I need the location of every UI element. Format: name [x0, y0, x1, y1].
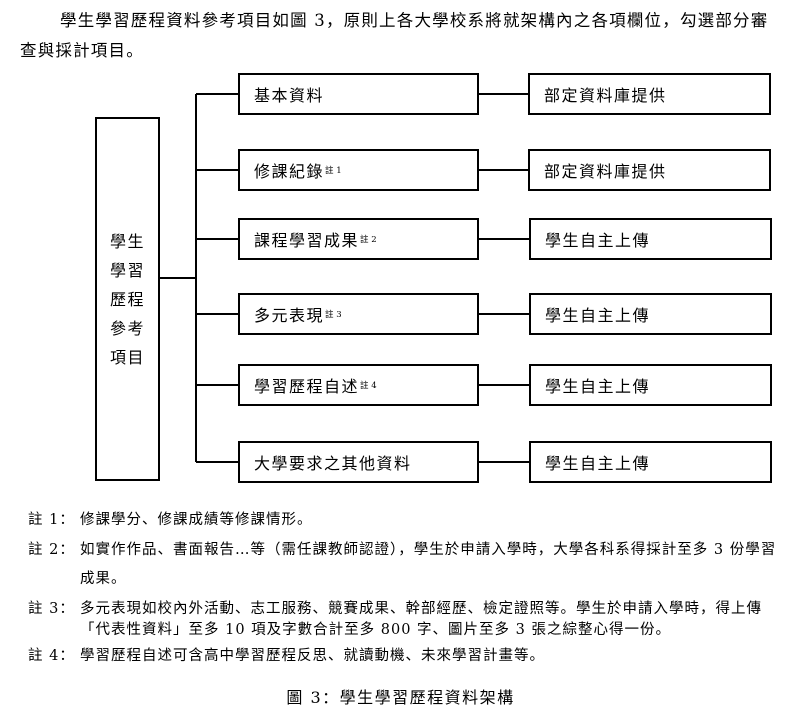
- footnote-label: 註 4：: [28, 648, 75, 664]
- footnote-1: 註 1： 修課學分、修課成績等修課情形。: [28, 510, 788, 531]
- category-label: 基本資料: [254, 86, 325, 105]
- intro-paragraph: 學生學習歷程資料參考項目如圖 3，原則上各大學校系將就架構內之各項欄位，勾選部分…: [20, 11, 769, 60]
- category-label: 課程學習成果: [254, 231, 360, 250]
- source-box-student-upload: 學生自主上傳: [529, 441, 772, 483]
- root-box: 學生 學習 歷程 參考 項目: [95, 117, 160, 481]
- category-box-course-record: 修課紀錄註 1: [238, 149, 479, 191]
- note-ref: 註 2: [360, 235, 377, 245]
- footnote-text: 如實作作品、書面報告…等（需任課教師認證），學生於申請入學時，大學各科系得採計至…: [80, 542, 777, 587]
- category-label: 學習歷程自述: [254, 377, 360, 396]
- category-box-self-statement: 學習歷程自述註 4: [238, 364, 479, 406]
- category-box-diverse-performance: 多元表現註 3: [238, 293, 479, 335]
- footnote-3: 註 3： 多元表現如校內外活動、志工服務、競賽成果、幹部經歷、檢定證照等。學生於…: [28, 599, 788, 641]
- category-label: 大學要求之其他資料: [254, 454, 412, 473]
- category-box-other-data: 大學要求之其他資料: [238, 441, 479, 483]
- footnote-text: 學習歷程自述可含高中學習歷程反思、就讀動機、未來學習計畫等。: [80, 648, 545, 664]
- footnote-text: 修課學分、修課成績等修課情形。: [80, 512, 313, 528]
- category-label: 多元表現: [254, 306, 325, 325]
- figure-caption: 圖 3：學生學習歷程資料架構: [286, 688, 515, 707]
- category-label: 修課紀錄: [254, 162, 325, 181]
- footnote-label: 註 3：: [28, 601, 75, 617]
- footnote-2: 註 2： 如實作作品、書面報告…等（需任課教師認證），學生於申請入學時，大學各科…: [28, 536, 788, 594]
- category-box-basic-data: 基本資料: [238, 73, 479, 115]
- note-ref: 註 1: [325, 166, 342, 176]
- footnote-text: 多元表現如校內外活動、志工服務、競賽成果、幹部經歷、檢定證照等。學生於申請入學時…: [80, 601, 762, 638]
- source-box-ministry-db: 部定資料庫提供: [528, 149, 771, 191]
- source-box-student-upload: 學生自主上傳: [529, 364, 772, 406]
- footnotes: 註 1： 修課學分、修課成績等修課情形。 註 2： 如實作作品、書面報告…等（需…: [28, 510, 788, 672]
- source-box-ministry-db: 部定資料庫提供: [528, 73, 771, 115]
- category-box-course-outcomes: 課程學習成果註 2: [238, 218, 479, 260]
- footnote-4: 註 4： 學習歷程自述可含高中學習歷程反思、就讀動機、未來學習計畫等。: [28, 646, 788, 667]
- note-ref: 註 3: [325, 310, 342, 320]
- footnote-label: 註 1：: [28, 512, 75, 528]
- footnote-label: 註 2：: [28, 542, 75, 558]
- note-ref: 註 4: [360, 381, 377, 391]
- source-box-student-upload: 學生自主上傳: [529, 293, 772, 335]
- source-box-student-upload: 學生自主上傳: [529, 218, 772, 260]
